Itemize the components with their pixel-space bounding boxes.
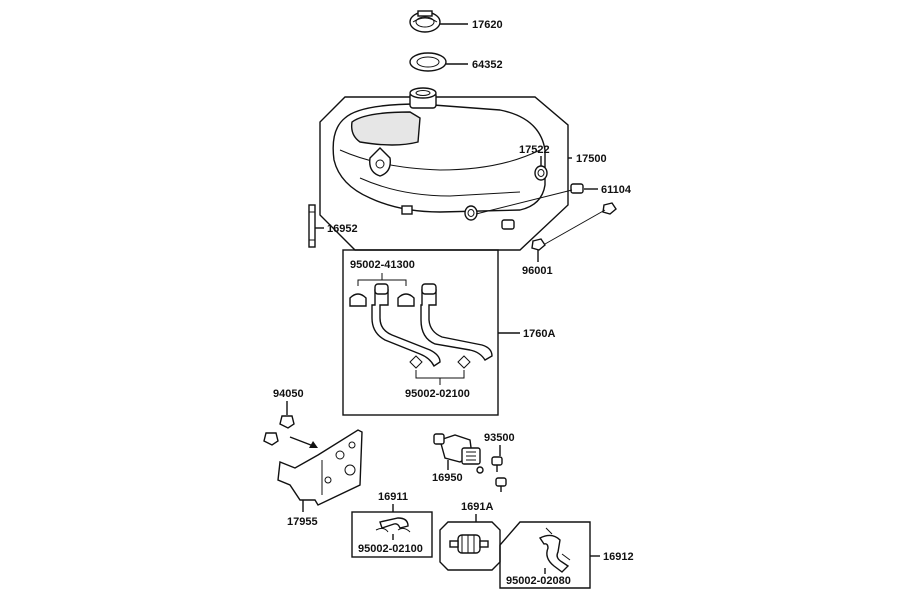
part-label-17955: 17955 bbox=[287, 516, 318, 528]
cap-gasket-part bbox=[409, 52, 447, 72]
hose-clips-part bbox=[409, 355, 471, 369]
hose-16912-part bbox=[538, 527, 571, 573]
part-label-17620: 17620 bbox=[472, 19, 503, 31]
tank-assembly-frame bbox=[319, 96, 569, 251]
bolt-axis-line bbox=[544, 209, 606, 245]
breather-rod-part bbox=[308, 204, 316, 248]
part-label-17522: 17522 bbox=[519, 144, 550, 156]
collar-part bbox=[501, 183, 584, 230]
part-label-95002-02100-a: 95002-02100 bbox=[405, 388, 470, 400]
part-label-16950: 16950 bbox=[432, 472, 463, 484]
hose-16912-frame bbox=[499, 521, 591, 589]
part-label-93500: 93500 bbox=[484, 432, 515, 444]
collar-axis-line bbox=[475, 189, 573, 215]
part-label-95002-02080: 95002-02080 bbox=[506, 575, 571, 587]
part-label-16912: 16912 bbox=[603, 551, 634, 563]
fuel-filter-frame bbox=[439, 521, 501, 571]
part-label-94050: 94050 bbox=[273, 388, 304, 400]
hose-16911-box bbox=[351, 511, 433, 558]
leader-95002-02100-a bbox=[415, 370, 465, 379]
hose-clamps-part bbox=[349, 293, 415, 307]
fuel-filter-part bbox=[449, 534, 489, 554]
mounting-bracket-part bbox=[277, 429, 363, 506]
fuel-hoses-part bbox=[371, 283, 493, 368]
fuel-tank-part bbox=[332, 87, 546, 215]
part-label-61104: 61104 bbox=[601, 184, 632, 196]
part-label-16952: 16952 bbox=[327, 223, 358, 235]
fuel-valve-part bbox=[433, 433, 484, 474]
part-label-95002-02100-b: 95002-02100 bbox=[358, 543, 423, 555]
part-label-96001: 96001 bbox=[522, 265, 553, 277]
part-label-16911: 16911 bbox=[378, 491, 408, 503]
grommet-lower-part bbox=[464, 205, 478, 221]
part-label-1691A: 1691A bbox=[461, 501, 493, 513]
fuel-cap-part bbox=[409, 10, 441, 33]
part-label-95002-41300: 95002-41300 bbox=[350, 259, 415, 271]
bolt-94050-part bbox=[263, 415, 295, 446]
hose-16911-part bbox=[375, 517, 411, 533]
part-label-1760A: 1760A bbox=[523, 328, 555, 340]
part-label-17500: 17500 bbox=[576, 153, 607, 165]
screws-93500-part bbox=[491, 456, 507, 492]
part-label-64352: 64352 bbox=[472, 59, 503, 71]
grommet-part bbox=[534, 165, 548, 181]
arrow-indicator bbox=[289, 436, 318, 448]
